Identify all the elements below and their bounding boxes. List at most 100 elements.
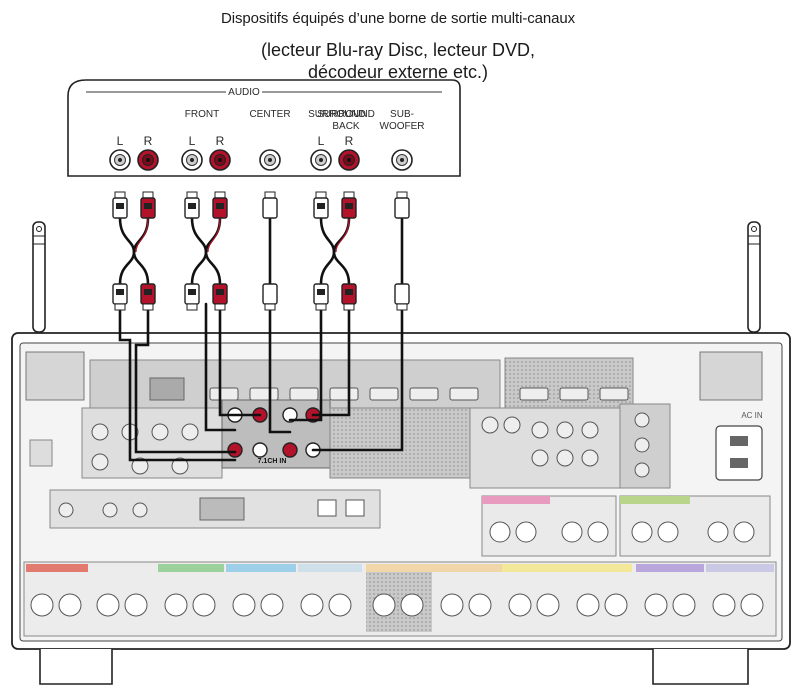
front-label: FRONT (185, 109, 219, 120)
wifi-antenna-port-left (25, 351, 85, 401)
hdmi-port-2 (249, 387, 279, 401)
jack-front-l (181, 149, 203, 171)
seven-ch-in-label: 7.1CH IN (258, 458, 287, 465)
height-rear-color-bar (636, 564, 704, 572)
hdmi-out-3 (599, 387, 629, 401)
jack-subwoofer (391, 149, 413, 171)
wifi-antenna-port-right (699, 351, 763, 401)
zone2-color-bar (482, 496, 550, 504)
coax-jack-2 (102, 502, 118, 518)
surround-color-bar (226, 564, 296, 572)
cable-red-accents (135, 217, 350, 253)
plug-subwoofer-bottom (394, 283, 410, 311)
plug-surround-back-l-bottom (313, 283, 329, 311)
plug-front-r-top (212, 191, 228, 219)
network-port (149, 377, 185, 401)
optical-in-1 (317, 499, 337, 517)
plug-surround-back-l-top (313, 191, 329, 219)
coax-jack-3 (132, 502, 148, 518)
optical-in-2 (345, 499, 365, 517)
jack-front-r (209, 149, 231, 171)
surround-r-label: R (144, 134, 153, 148)
front-color-bar (26, 564, 88, 572)
hdmi-port-3 (289, 387, 319, 401)
surround-back-color-bar (366, 564, 502, 572)
plug-surround-back-r-top (341, 191, 357, 219)
surround-l-label: L (117, 134, 124, 148)
plug-surround-r-top (140, 191, 156, 219)
hdmi-port-1 (209, 387, 239, 401)
surround-back-r-label: R (345, 134, 354, 148)
jack-surround-back-r (338, 149, 360, 171)
surround-back-label-1: SURROUND (317, 109, 375, 120)
plug-surround-l-top (112, 191, 128, 219)
hdmi-port-7 (449, 387, 479, 401)
center-color-bar (158, 564, 224, 572)
caption-title: Dispositifs équipés d’une borne de sorti… (221, 10, 575, 27)
surround-light-color-bar (298, 564, 362, 572)
hdmi-port-4 (329, 387, 359, 401)
plugs-lower (112, 283, 410, 311)
cable-center-lower (268, 302, 292, 434)
hdmi-port-6 (409, 387, 439, 401)
foot-right (652, 649, 749, 685)
plug-center-top (262, 191, 278, 219)
front-l-label: L (189, 134, 196, 148)
coax-jack-1 (58, 502, 74, 518)
audio-group-label: AUDIO (228, 87, 260, 98)
jack-surround-l (109, 149, 131, 171)
cable-surround-back-l-upper (319, 216, 336, 286)
caption-devices-line-1: (lecteur Blu-ray Disc, lecteur DVD, (260, 40, 536, 60)
plug-front-r-bottom (212, 283, 228, 311)
cable-front-l-upper (190, 216, 208, 286)
misc-jacks-right (481, 412, 650, 478)
height-front-color-bar (502, 564, 632, 572)
center-label: CENTER (249, 109, 290, 120)
cable-front-l-lower (204, 302, 237, 432)
ac-pin-top (730, 436, 748, 446)
plug-center-bottom (262, 283, 278, 311)
source-device-panel: AUDIO FRONT CENTER SURROUND SURROUND BAC… (67, 79, 461, 177)
hdmi-out-2 (559, 387, 589, 401)
cable-front-r-lower (218, 302, 262, 417)
plug-surround-r-bottom (140, 283, 156, 311)
cable-surround-back-l-lower (288, 302, 323, 422)
cable-subwoofer-lower (311, 302, 404, 452)
height-color-bar (620, 496, 690, 504)
plugs-upper (112, 191, 410, 219)
preout-block (329, 407, 471, 479)
plug-surround-l-bottom (112, 283, 128, 311)
rs232-port (199, 497, 245, 521)
antenna-right (747, 221, 761, 333)
ground-terminal (29, 439, 53, 467)
hdmi-port-5 (369, 387, 399, 401)
foot-left (39, 649, 113, 685)
plug-surround-back-r-bottom (341, 283, 357, 311)
hdmi-out-1 (519, 387, 549, 401)
jack-center (259, 149, 281, 171)
cable-surround-l-lower (118, 302, 237, 462)
plug-front-l-bottom (184, 283, 200, 311)
surround-label: SURROUND (308, 109, 366, 120)
front-r-label: R (216, 134, 225, 148)
caption-devices-line-2: décodeur externe etc.) (307, 62, 489, 82)
subwoofer-label-2: WOOFER (380, 121, 425, 132)
surround-back-label-2: BACK (332, 121, 360, 132)
jack-surround-back-l (310, 149, 332, 171)
cable-surround-r-lower (134, 302, 237, 454)
plug-front-l-top (184, 191, 200, 219)
ac-in-label: AC IN (741, 411, 763, 420)
subwoofer-label-1: SUB- (390, 109, 414, 120)
cable-surround-back-r-lower (311, 302, 351, 417)
lower-speaker-posts (30, 593, 764, 617)
ac-pin-bottom (730, 458, 748, 468)
antenna-left (32, 221, 46, 333)
ac-inlet (715, 425, 763, 481)
source-panel-outline (67, 79, 461, 177)
plug-subwoofer-top (394, 191, 410, 219)
upper-speaker-posts (489, 521, 755, 543)
surround-back-l-label: L (318, 134, 325, 148)
cable-surround-l-upper (118, 216, 136, 286)
height-rear-light-color-bar (706, 564, 774, 572)
